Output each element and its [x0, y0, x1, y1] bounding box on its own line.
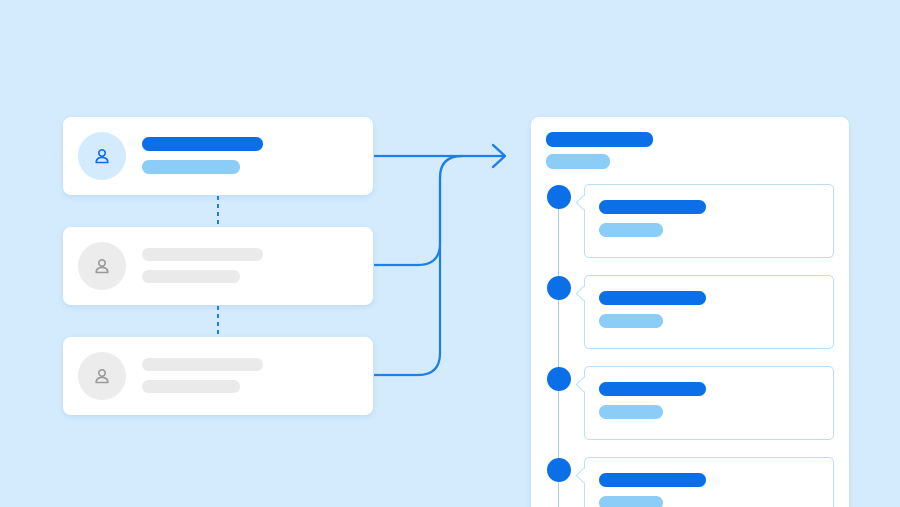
- entry-title-placeholder: [599, 473, 706, 487]
- panel-subtitle-placeholder: [546, 154, 610, 169]
- timeline-entry: [575, 275, 834, 349]
- merge-line: [374, 154, 463, 377]
- card-title-placeholder: [142, 358, 263, 371]
- timeline-entry: [575, 366, 834, 440]
- user-icon: [95, 148, 109, 164]
- timeline-dot: [547, 276, 571, 300]
- source-card-inactive: [63, 337, 373, 415]
- entry-subtitle-placeholder: [599, 223, 663, 237]
- card-subtitle-placeholder: [142, 380, 240, 393]
- avatar-active: [78, 132, 126, 180]
- timeline-entry: [575, 184, 834, 258]
- timeline-entry-notch: [575, 376, 592, 393]
- panel-title-placeholder: [546, 132, 653, 147]
- timeline-track: [558, 197, 559, 507]
- timeline-entry-notch: [575, 194, 592, 211]
- avatar-inactive: [78, 352, 126, 400]
- entry-title-placeholder: [599, 291, 706, 305]
- entry-subtitle-placeholder: [599, 405, 663, 419]
- merge-line: [374, 154, 463, 267]
- timeline-dot: [547, 185, 571, 209]
- timeline-entry-notch: [575, 285, 592, 302]
- user-icon: [95, 258, 109, 274]
- entry-subtitle-placeholder: [599, 496, 663, 507]
- source-card-active: [63, 117, 373, 195]
- timeline-entry-notch: [575, 467, 592, 484]
- entry-title-placeholder: [599, 200, 706, 214]
- card-title-placeholder: [142, 137, 263, 151]
- user-icon: [95, 368, 109, 384]
- card-subtitle-placeholder: [142, 160, 240, 174]
- entry-subtitle-placeholder: [599, 314, 663, 328]
- timeline-entry: [575, 457, 834, 507]
- card-title-placeholder: [142, 248, 263, 261]
- entry-title-placeholder: [599, 382, 706, 396]
- timeline-panel: [531, 117, 849, 507]
- avatar-inactive: [78, 242, 126, 290]
- arrow-right-icon: [491, 143, 507, 169]
- card-subtitle-placeholder: [142, 270, 240, 283]
- source-card-inactive: [63, 227, 373, 305]
- timeline-dot: [547, 458, 571, 482]
- timeline-dot: [547, 367, 571, 391]
